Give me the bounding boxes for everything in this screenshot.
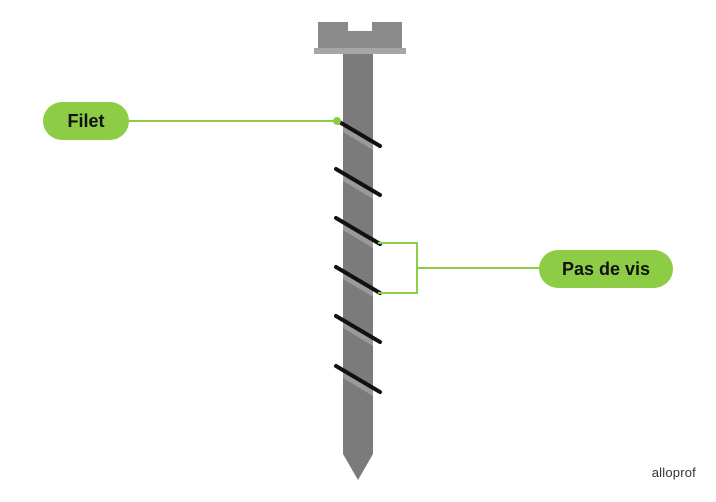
thread-line — [334, 167, 382, 197]
thread-shading — [343, 126, 373, 396]
screw-shank — [343, 54, 373, 454]
screw-tip — [343, 454, 373, 480]
thread-line — [334, 364, 382, 394]
thread-shade — [343, 372, 373, 396]
thread-shade — [343, 126, 373, 150]
screw-head-slot — [348, 22, 372, 31]
thread-line — [334, 265, 382, 295]
pitch-bracket — [378, 242, 418, 294]
thread-shade — [343, 273, 373, 297]
thread-leader-dot — [333, 117, 341, 125]
thread-shade — [343, 224, 373, 248]
screw-threads — [334, 118, 382, 394]
thread-line — [334, 118, 382, 148]
thread-shade — [343, 322, 373, 346]
thread-label: Filet — [43, 102, 129, 140]
thread-shade — [343, 175, 373, 199]
pitch-label: Pas de vis — [539, 250, 673, 288]
screw-head-base — [314, 48, 406, 54]
thread-line — [334, 314, 382, 344]
brand-logo: alloprof — [651, 465, 696, 480]
thread-line — [334, 216, 382, 246]
